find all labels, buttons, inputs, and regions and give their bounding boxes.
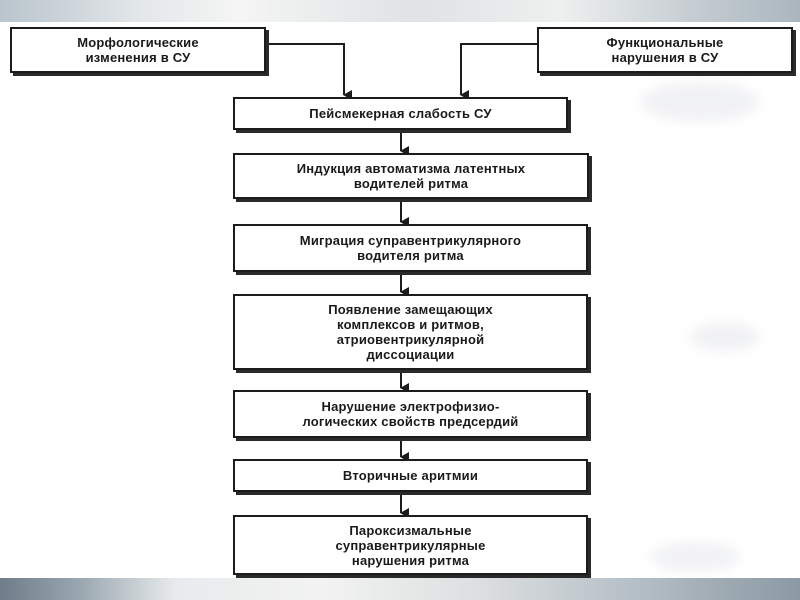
background-bottom-band (0, 578, 800, 600)
source-box-functional: Функциональные нарушения в СУ (537, 27, 793, 73)
flow-step-pacemaker-weakness: Пейсмекерная слабость СУ (233, 97, 568, 130)
flow-step-electrophysiology-disorder: Нарушение электрофизио- логических свойс… (233, 390, 588, 438)
background-smudge (650, 542, 740, 572)
background-smudge (690, 322, 760, 352)
flow-step-secondary-arrhythmias: Вторичные аритмии (233, 459, 588, 492)
flow-step-paroxysmal-disorders: Пароксизмальные суправентрикулярные нару… (233, 515, 588, 575)
flow-step-replacement-complexes: Появление замещающих комплексов и ритмов… (233, 294, 588, 370)
flow-step-pacemaker-migration: Миграция суправентрикулярного водителя р… (233, 224, 588, 272)
background-smudge (640, 82, 760, 122)
background-top-band (0, 0, 800, 22)
flow-step-induction-automatism: Индукция автоматизма латентных водителей… (233, 153, 589, 199)
source-box-morphological: Морфологические изменения в СУ (10, 27, 266, 73)
